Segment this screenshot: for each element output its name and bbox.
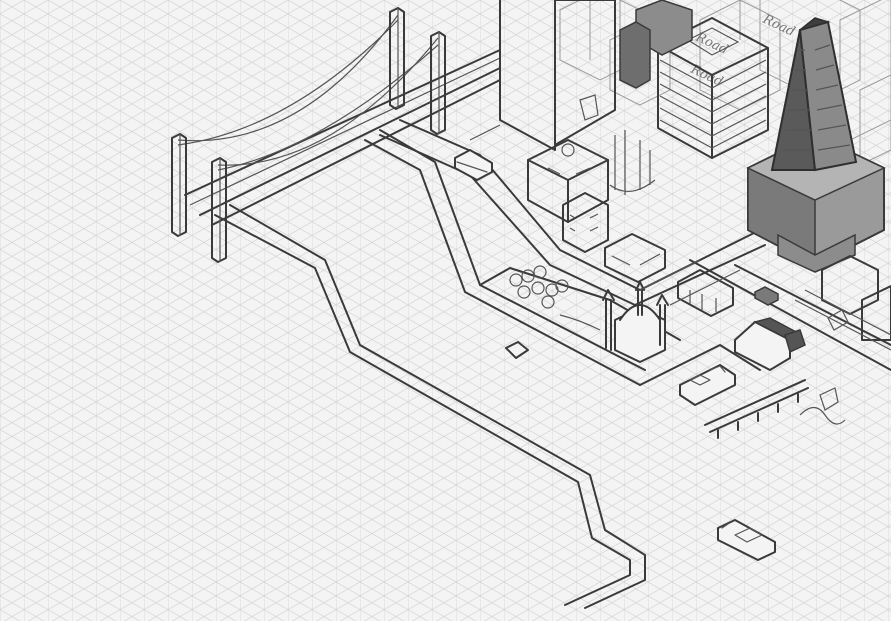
small-boat (505, 341, 529, 359)
water-outflow (799, 387, 846, 425)
warehouse (734, 317, 806, 372)
helipad-building (527, 139, 609, 223)
right-district (794, 255, 891, 351)
truck (754, 286, 779, 306)
bridge-tower-left (211, 157, 227, 263)
mosque (602, 281, 669, 363)
coastline (214, 204, 646, 609)
small-shops (604, 233, 666, 283)
street-edges (469, 124, 741, 306)
bridge-tower-far-right (430, 31, 446, 135)
row-houses (677, 269, 734, 317)
cargo-ship-docked (679, 364, 736, 406)
bridge-tower-far-left (171, 133, 187, 237)
office-block-left (499, 0, 616, 151)
pier (704, 379, 809, 439)
glass-office-tower (657, 17, 769, 159)
suspension-bridge (171, 7, 501, 263)
bus (454, 149, 493, 181)
pipe-machinery (579, 94, 656, 195)
park (509, 265, 601, 331)
cargo-ship-open-sea (717, 519, 776, 561)
bridge-tower-right (389, 7, 405, 110)
townhouse (562, 192, 609, 253)
dark-tower-cluster (619, 0, 693, 89)
